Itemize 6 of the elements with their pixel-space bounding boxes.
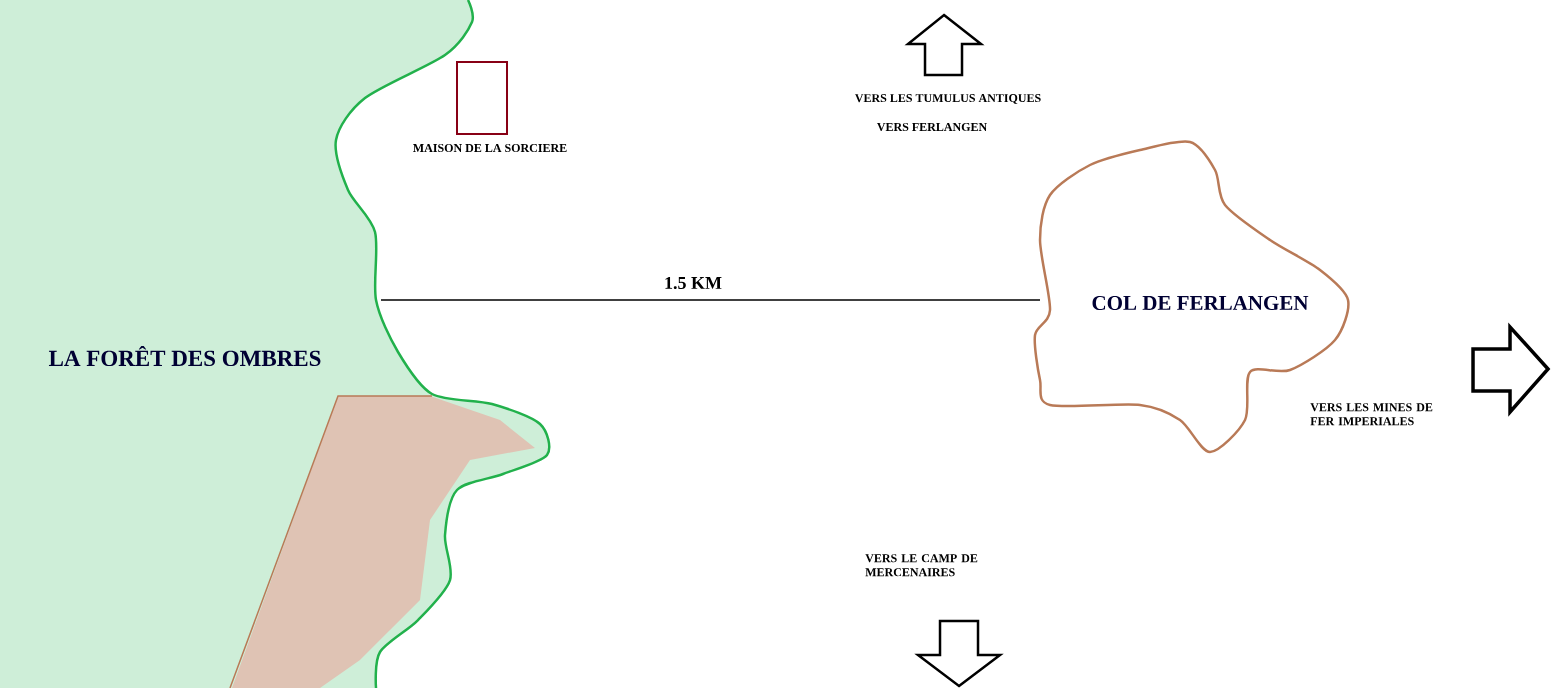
direction-label: VERS LES TUMULUS ANTIQUES bbox=[854, 94, 1041, 104]
house-box bbox=[456, 61, 508, 135]
direction-label: VERS LES MINES DE FER IMPERIALES bbox=[1310, 403, 1433, 426]
direction-label: VERS FERLANGEN bbox=[877, 122, 987, 132]
distance-label: 1.5 KM bbox=[663, 275, 723, 291]
direction-label: VERS LE CAMP DE MERCENAIRES bbox=[865, 554, 978, 577]
